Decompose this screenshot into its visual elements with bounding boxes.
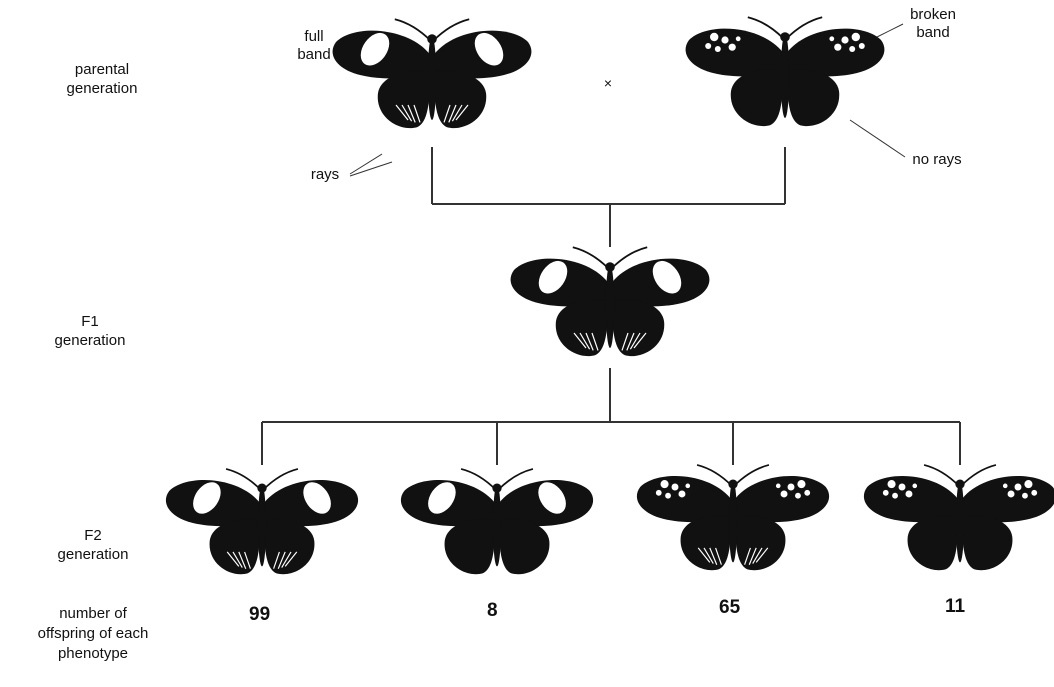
broken-band-spot — [1015, 484, 1022, 491]
broken-band-spot — [781, 490, 788, 497]
butterfly-group — [166, 17, 1054, 574]
hindwing-left — [731, 69, 783, 126]
broken-band-spot — [1031, 490, 1037, 496]
broken-band-spot — [795, 493, 801, 499]
broken-band-spot — [685, 484, 690, 489]
butterfly-parent-full-band — [333, 19, 532, 128]
butterfly-f2-1 — [166, 469, 358, 574]
broken-band-spot — [841, 36, 848, 43]
body — [493, 485, 501, 566]
forewing-left — [864, 476, 958, 522]
head — [492, 483, 501, 492]
broken-band-spot — [736, 36, 741, 41]
butterfly-f2-2 — [401, 469, 593, 574]
cross-symbol: × — [598, 74, 618, 92]
broken-band-spot — [1022, 493, 1028, 499]
butterfly-parent-broken-band — [686, 17, 885, 126]
hindwing-left — [210, 519, 260, 574]
broken-band-spot — [1008, 490, 1015, 497]
broken-band-spot — [665, 493, 671, 499]
hindwing-left — [681, 515, 731, 570]
broken-band-spot — [729, 44, 736, 51]
hindwing-right — [612, 299, 664, 356]
f2-count-3: 65 — [719, 597, 740, 619]
forewing-left — [686, 29, 783, 77]
hindwing-left — [556, 299, 608, 356]
hindwing-right — [499, 519, 549, 574]
offspring-count-label: number of offspring of each phenotype — [28, 604, 158, 664]
hindwing-right — [962, 515, 1012, 570]
broken-band-spot — [804, 490, 810, 496]
broken-band-spot — [888, 480, 896, 488]
forewing-right — [787, 29, 884, 77]
hindwing-right — [787, 69, 839, 126]
head — [427, 34, 437, 44]
hindwing-right — [434, 71, 486, 128]
hindwing-right — [264, 519, 314, 574]
broken-band-spot — [905, 490, 912, 497]
broken-band-spot — [852, 33, 860, 41]
parental-generation-label: parental generation — [52, 60, 152, 98]
broken-band-spot — [721, 36, 728, 43]
f2-count-1: 99 — [249, 604, 270, 626]
body — [956, 481, 964, 562]
broken-band-spot — [776, 484, 781, 489]
broken-band-spot — [1003, 484, 1008, 489]
butterfly-f2-3 — [637, 465, 829, 570]
forewing-left — [637, 476, 731, 522]
body — [781, 34, 789, 118]
f2-count-4: 11 — [945, 596, 965, 618]
broken-band-spot — [672, 484, 679, 491]
broken-band-spot — [661, 480, 669, 488]
broken-band-spot — [883, 490, 889, 496]
broken-band-spot — [656, 490, 662, 496]
body — [428, 36, 436, 120]
hindwing-right — [735, 515, 785, 570]
broken-band-spot — [834, 44, 841, 51]
broken-band-spot — [912, 484, 917, 489]
forewing-right — [735, 476, 829, 522]
full-band-annotation: full band — [289, 28, 339, 64]
broken-band-spot — [788, 484, 795, 491]
f1-generation-label: F1 generation — [40, 312, 140, 350]
hindwing-left — [908, 515, 958, 570]
forewing-right — [962, 476, 1054, 522]
broken-band-spot — [1024, 480, 1032, 488]
hindwing-left — [378, 71, 430, 128]
broken-band-spot — [892, 493, 898, 499]
broken-band-annotation: broken band — [898, 6, 968, 42]
body — [258, 485, 266, 566]
head — [728, 479, 737, 488]
body — [606, 264, 614, 348]
f2-count-2: 8 — [487, 600, 498, 622]
broken-band-spot — [829, 36, 834, 41]
rays-annotation: rays — [301, 166, 349, 184]
head — [605, 262, 615, 272]
body — [729, 481, 737, 562]
broken-band-spot — [705, 43, 711, 49]
butterfly-f1 — [511, 247, 710, 356]
hindwing-left — [445, 519, 495, 574]
broken-band-spot — [710, 33, 718, 41]
broken-band-spot — [859, 43, 865, 49]
broken-band-spot — [797, 480, 805, 488]
broken-band-spot — [849, 46, 855, 52]
butterfly-f2-4 — [864, 465, 1054, 570]
head — [780, 32, 790, 42]
f2-generation-label: F2 generation — [38, 526, 148, 564]
head — [257, 483, 266, 492]
no-rays-annotation: no rays — [904, 151, 970, 169]
broken-band-spot — [715, 46, 721, 52]
head — [955, 479, 964, 488]
broken-band-spot — [899, 484, 906, 491]
broken-band-spot — [678, 490, 685, 497]
